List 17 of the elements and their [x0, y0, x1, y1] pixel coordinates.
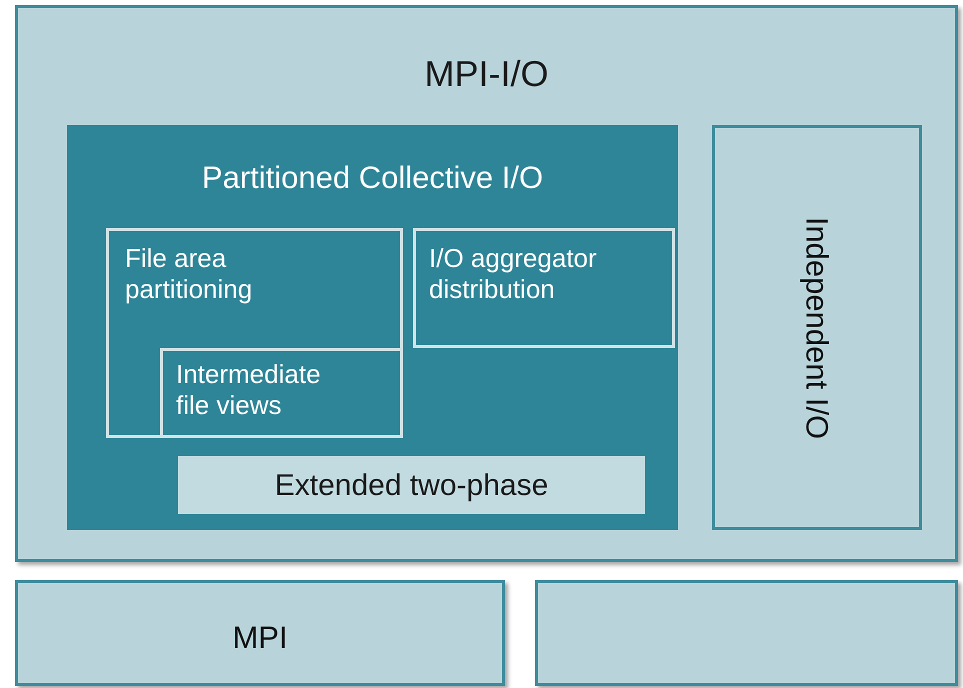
heading: Partitioned Collective I/O	[200, 159, 544, 196]
layer-box	[15, 580, 505, 686]
label-text: Extended two-phase	[274, 468, 550, 504]
layer-box	[535, 580, 958, 686]
label-text: Intermediate file views	[176, 359, 322, 422]
label-text: MPI	[231, 619, 289, 656]
outline-box	[106, 228, 403, 438]
panel	[67, 125, 678, 530]
label-text: Independent I/O	[798, 216, 836, 439]
label-text: File area partitioning	[125, 243, 254, 306]
label-text: I/O aggregator distribution	[429, 243, 598, 306]
label-box	[178, 456, 645, 514]
panel	[15, 5, 958, 562]
heading: MPI-I/O	[424, 52, 550, 96]
outline-box	[413, 228, 675, 348]
outline-box	[160, 348, 403, 438]
panel	[712, 125, 922, 530]
